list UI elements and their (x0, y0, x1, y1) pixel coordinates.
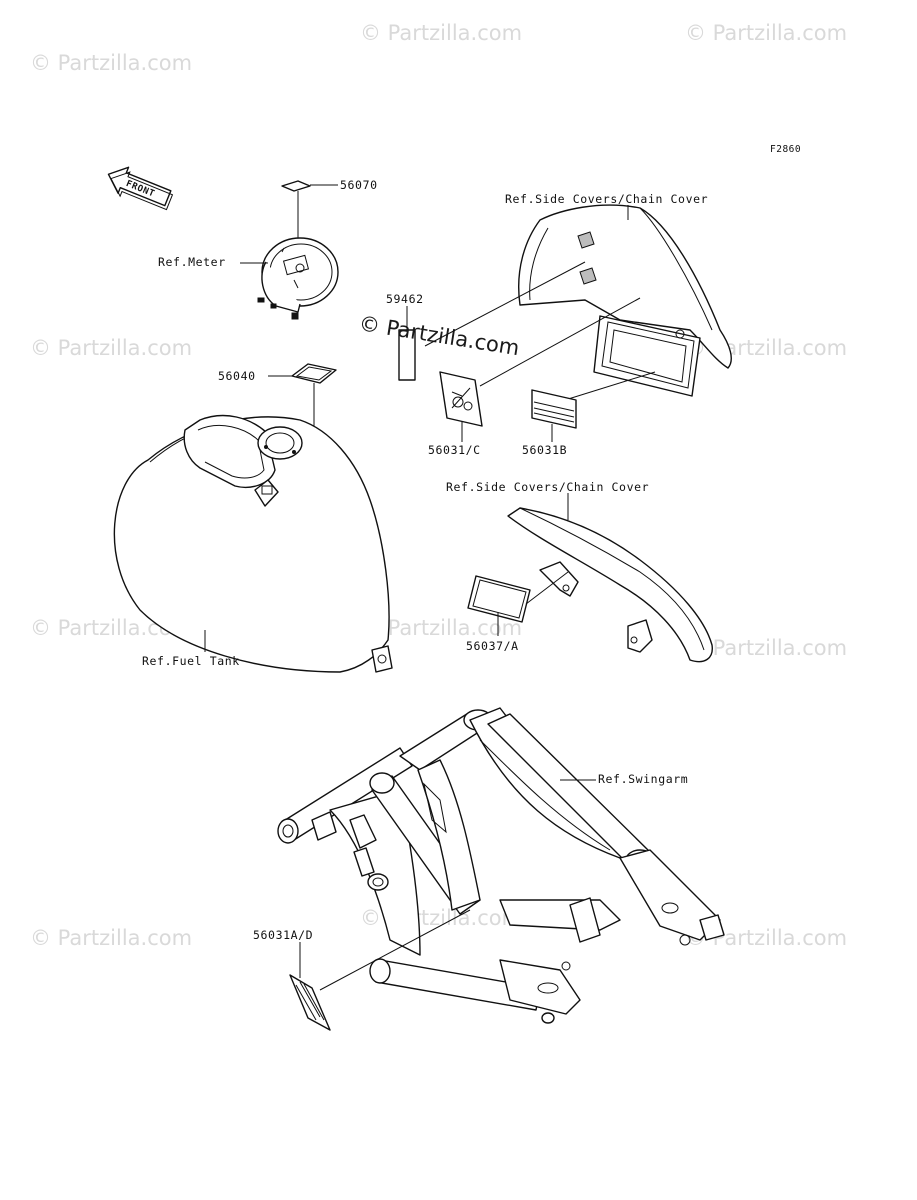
side-cover-upper-icon (518, 204, 732, 397)
watermark-text: © Partzilla.com (30, 336, 192, 360)
part-number-59462: 59462 (386, 292, 424, 306)
ref-swingarm-label: Ref.Swingarm (598, 772, 688, 786)
center-watermark-text: © Partzilla.com (357, 311, 521, 360)
leader-line (424, 261, 586, 347)
watermark-text: © Partzilla.com (360, 21, 522, 45)
ref-fuel-tank-label: Ref.Fuel Tank (142, 654, 240, 668)
leader-line (319, 909, 471, 991)
decal-56031ad (289, 974, 331, 1031)
decal-56037a (467, 575, 531, 623)
part-number-56037a: 56037/A (466, 639, 519, 653)
center-watermark: © Partzilla.com (357, 311, 521, 360)
part-number-56031c: 56031/C (428, 443, 481, 457)
swingarm-icon (277, 707, 725, 1024)
decal-56031c (439, 371, 483, 427)
fuel-tank-icon (113, 414, 393, 673)
leader-line (564, 371, 656, 401)
decal-56031b (531, 389, 577, 429)
decal-56070 (281, 180, 311, 192)
side-cover-lower-icon (507, 507, 713, 663)
decal-56040 (291, 363, 337, 384)
ref-meter-label: Ref.Meter (158, 255, 226, 269)
leader-line (479, 297, 641, 387)
part-number-56031b: 56031B (522, 443, 567, 457)
figure-code: F2860 (770, 144, 801, 155)
part-number-56070: 56070 (340, 178, 378, 192)
front-arrow-icon: FRONT (107, 166, 174, 211)
ref-side-covers-upper-label: Ref.Side Covers/Chain Cover (505, 192, 708, 206)
watermark-text: © Partzilla.com (30, 51, 192, 75)
part-number-56040: 56040 (218, 369, 256, 383)
part-number-56031ad: 56031A/D (253, 928, 313, 942)
ref-side-covers-lower-label: Ref.Side Covers/Chain Cover (446, 480, 649, 494)
watermark-text: © Partzilla.com (30, 926, 192, 950)
watermark-text: © Partzilla.com (685, 21, 847, 45)
leader-line (525, 571, 569, 605)
meter-icon (257, 237, 339, 320)
